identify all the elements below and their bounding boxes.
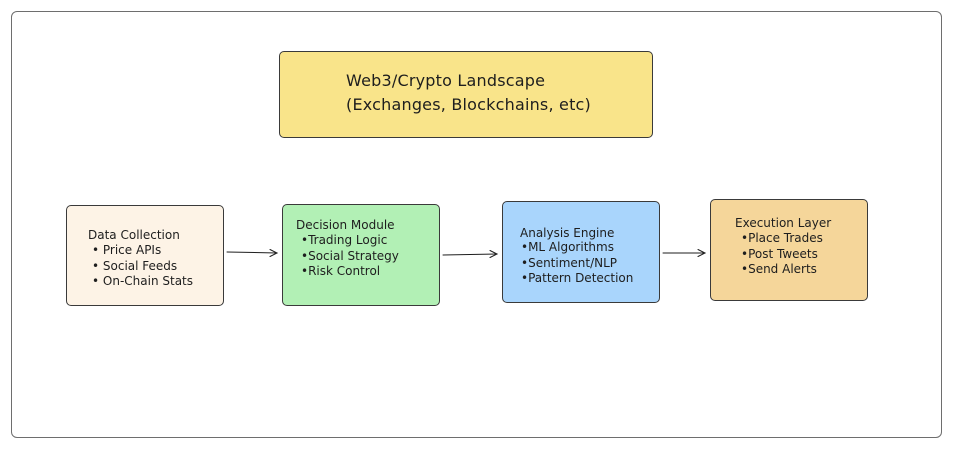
execution-layer-item-send-alerts: •Send Alerts — [741, 262, 817, 276]
execution-layer-item-post-tweets: •Post Tweets — [741, 246, 818, 261]
execution-layer-node[interactable]: Execution Layer •Place Trades •Post Twee… — [710, 199, 868, 301]
landscape-title-line2: (Exchanges, Blockchains, etc) — [346, 95, 591, 114]
decision-module-list: •Trading Logic •Social Strategy •Risk Co… — [301, 233, 399, 280]
analysis-engine-item-pattern-detection: •Pattern Detection — [521, 271, 634, 285]
landscape-node[interactable]: Web3/Crypto Landscape (Exchanges, Blockc… — [279, 51, 653, 138]
analysis-engine-list: •ML Algorithms •Sentiment/NLP •Pattern D… — [521, 240, 633, 287]
data-collection-title: Data Collection — [88, 228, 180, 242]
arrow-analysis-to-execution — [662, 249, 707, 257]
data-collection-item-price-apis: • Price APIs — [92, 243, 162, 257]
analysis-engine-title: Analysis Engine — [520, 226, 615, 240]
decision-module-node[interactable]: Decision Module •Trading Logic •Social S… — [282, 204, 440, 306]
data-collection-item-social-feeds: • Social Feeds — [92, 258, 178, 273]
landscape-title-line1: Web3/Crypto Landscape — [346, 71, 546, 90]
execution-layer-item-place-trades: •Place Trades — [741, 231, 823, 245]
decision-module-item-risk-control: •Risk Control — [301, 264, 381, 278]
arrow-data-collection-to-decision — [226, 249, 279, 257]
data-collection-node[interactable]: Data Collection • Price APIs • Social Fe… — [66, 205, 224, 306]
arrow-decision-to-analysis — [442, 250, 499, 258]
decision-module-title: Decision Module — [296, 218, 395, 232]
execution-layer-list: •Place Trades •Post Tweets •Send Alerts — [741, 231, 823, 278]
analysis-engine-node[interactable]: Analysis Engine •ML Algorithms •Sentimen… — [502, 201, 660, 303]
analysis-engine-item-sentiment-nlp: •Sentiment/NLP — [521, 255, 618, 270]
execution-layer-title: Execution Layer — [735, 216, 832, 230]
data-collection-list: • Price APIs • Social Feeds • On-Chain S… — [92, 243, 193, 290]
decision-module-item-trading-logic: •Trading Logic — [301, 233, 388, 247]
decision-module-item-social-strategy: •Social Strategy — [301, 248, 399, 263]
analysis-engine-item-ml-algorithms: •ML Algorithms — [521, 240, 614, 254]
data-collection-item-on-chain-stats: • On-Chain Stats — [92, 274, 193, 288]
